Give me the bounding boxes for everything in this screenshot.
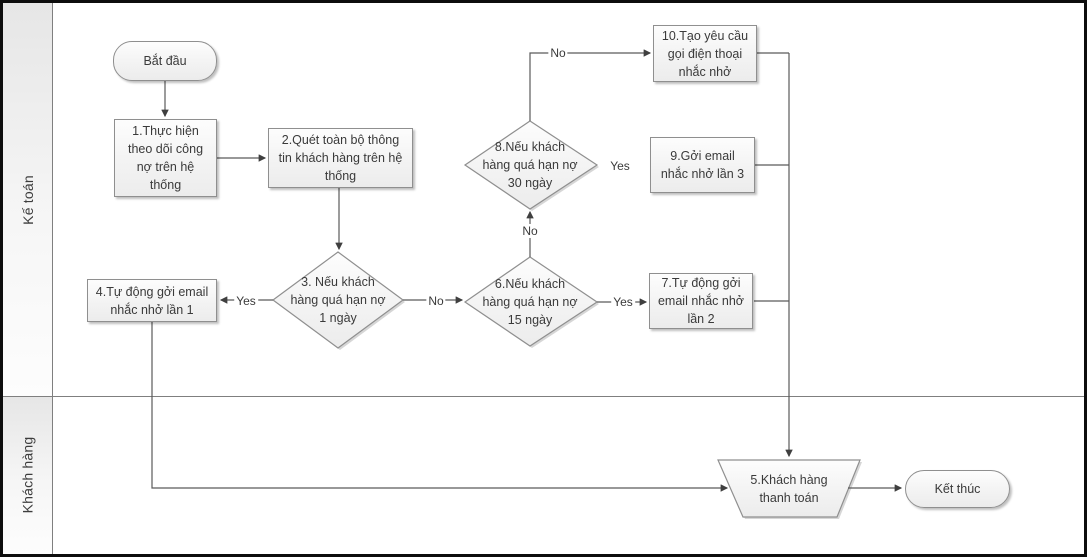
process-1-label: 1.Thực hiện theo dõi công nợ trên hệ thố… (127, 124, 204, 192)
edge-label-d6-yes: Yes (611, 295, 635, 309)
decision-8-shape (463, 120, 599, 210)
end-label: Kết thúc (934, 482, 981, 496)
process-10-node: 10.Tạo yêu cầu gọi điện thoại nhắc nhở (653, 25, 757, 82)
manual-operation-5-shape (717, 459, 861, 518)
start-node: Bắt đầu (113, 41, 217, 81)
process-4-label: 4.Tự động gởi email nhắc nhở lần 1 (95, 284, 209, 317)
process-7-node: 7.Tự động gởi email nhắc nhở lần 2 (649, 273, 753, 329)
edge-collector-to-5 (754, 52, 789, 456)
process-2-label: 2.Quét toàn bộ thông tin khách hàng trên… (278, 133, 403, 183)
edge-label-d3-no: No (426, 294, 446, 308)
edge-label-d8-no: No (548, 46, 568, 60)
process-9-node: 9.Gởi email nhắc nhở lần 3 (650, 137, 755, 193)
process-9-label: 9.Gởi email nhắc nhở lần 3 (660, 149, 745, 181)
edge-label-d3-yes: Yes (234, 294, 258, 308)
decision-6-shape (463, 256, 599, 347)
process-1-node: 1.Thực hiện theo dõi công nợ trên hệ thố… (114, 119, 217, 197)
edge-label-d6-no: No (520, 224, 540, 238)
edge-4-to-5 (151, 322, 729, 492)
process-10-label: 10.Tạo yêu cầu gọi điện thoại nhắc nhở (661, 28, 749, 79)
lane-header-customer: Khách hàng (3, 396, 53, 554)
process-2-node: 2.Quét toàn bộ thông tin khách hàng trên… (268, 128, 413, 188)
edge-8-no-to-10 (529, 49, 652, 121)
edge-label-d8-yes: Yes (608, 159, 632, 173)
lane-divider (3, 396, 1084, 397)
start-label: Bắt đầu (143, 54, 187, 68)
end-node: Kết thúc (905, 470, 1010, 508)
decision-3-shape (271, 251, 405, 349)
process-7-label: 7.Tự động gởi email nhắc nhở lần 2 (657, 276, 745, 326)
process-4-node: 4.Tự động gởi email nhắc nhở lần 1 (87, 279, 217, 322)
lane-header-accounting: Kế toán (3, 3, 53, 396)
